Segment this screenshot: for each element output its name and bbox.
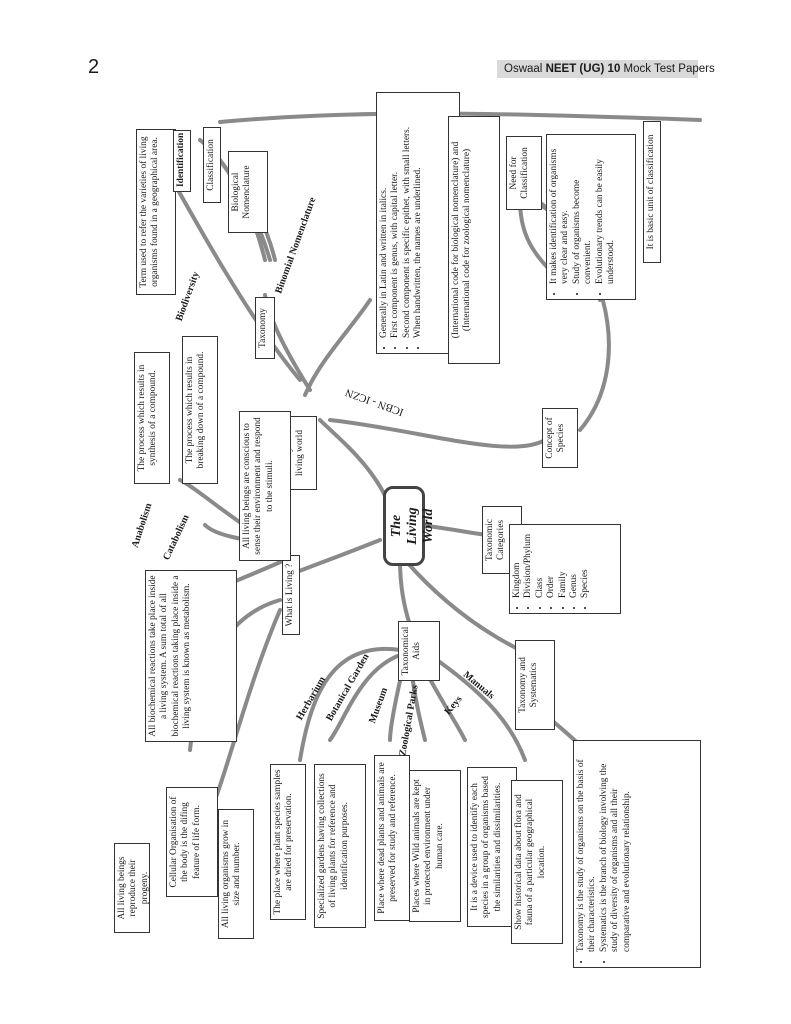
header-rest: Mock Test Papers: [623, 63, 715, 75]
box-identification: Identification: [173, 130, 191, 192]
node-taxonomy: Taxonomy: [255, 297, 275, 359]
box-taxonomy-points: Taxonomy is the study of organisms on th…: [573, 740, 701, 968]
box-zoo-def: Places where Wild animals are kept in pr…: [409, 770, 461, 922]
box-herbarium-def: The place where plant species samples ar…: [270, 764, 306, 920]
box-conscious: All living beings are conscious to sense…: [239, 411, 291, 561]
box-categories: Kingdom Division/Phylum Class Order Fami…: [509, 524, 621, 614]
box-reproduce: All living beings reproduce their progen…: [114, 843, 150, 933]
header-brand: Oswaal: [504, 63, 543, 75]
node-need-classification: Need for Classification: [506, 136, 542, 210]
box-museum-def: Place where dead plants and animals are …: [374, 755, 410, 921]
box-need-points: It makes identification of organisms ver…: [546, 134, 636, 300]
node-what-is-living: What is Living ?: [282, 555, 300, 635]
node-taxonomical-aids: Taxonomical Aids: [398, 621, 440, 681]
header-bar: Oswaal NEET (UG) 10 Mock Test Papers: [497, 60, 715, 78]
box-bio-nomenclature: Biological Nomenclature: [228, 151, 268, 233]
box-metabolism: All biochemical reactions take place ins…: [145, 570, 237, 742]
box-keys-def: It is a device used to identify each spe…: [467, 767, 517, 927]
page-number: 2: [88, 56, 100, 78]
center-node-the-living-world: The Living World: [383, 486, 436, 566]
box-classification: Classification: [203, 127, 221, 203]
center-line1: The Living: [389, 507, 420, 545]
box-basic-unit: It is basic unit of classification: [643, 121, 661, 263]
box-icbn: (International code for biological nomen…: [448, 116, 500, 364]
box-biodiversity-def: Term used to refer the varieties of livi…: [136, 129, 176, 295]
box-anabolism-def: The process which results in synthesis o…: [134, 352, 170, 484]
center-line2: World: [421, 508, 436, 544]
box-manuals-def: Show historical data about flora and fau…: [511, 780, 563, 944]
box-catabolism-def: The process which results in breaking do…: [182, 336, 218, 484]
box-cellular: Cellular Organisation of the body is the…: [166, 787, 218, 897]
box-grow: All living organisms grow in size and nu…: [218, 809, 254, 939]
box-botanical-def: Specialized gardens having collections o…: [314, 764, 366, 928]
header-title: NEET (UG): [545, 63, 605, 75]
node-taxonomy-systematics: Taxonomy and Systematics: [515, 640, 555, 730]
node-concept-species: Concept of Species: [542, 408, 578, 468]
